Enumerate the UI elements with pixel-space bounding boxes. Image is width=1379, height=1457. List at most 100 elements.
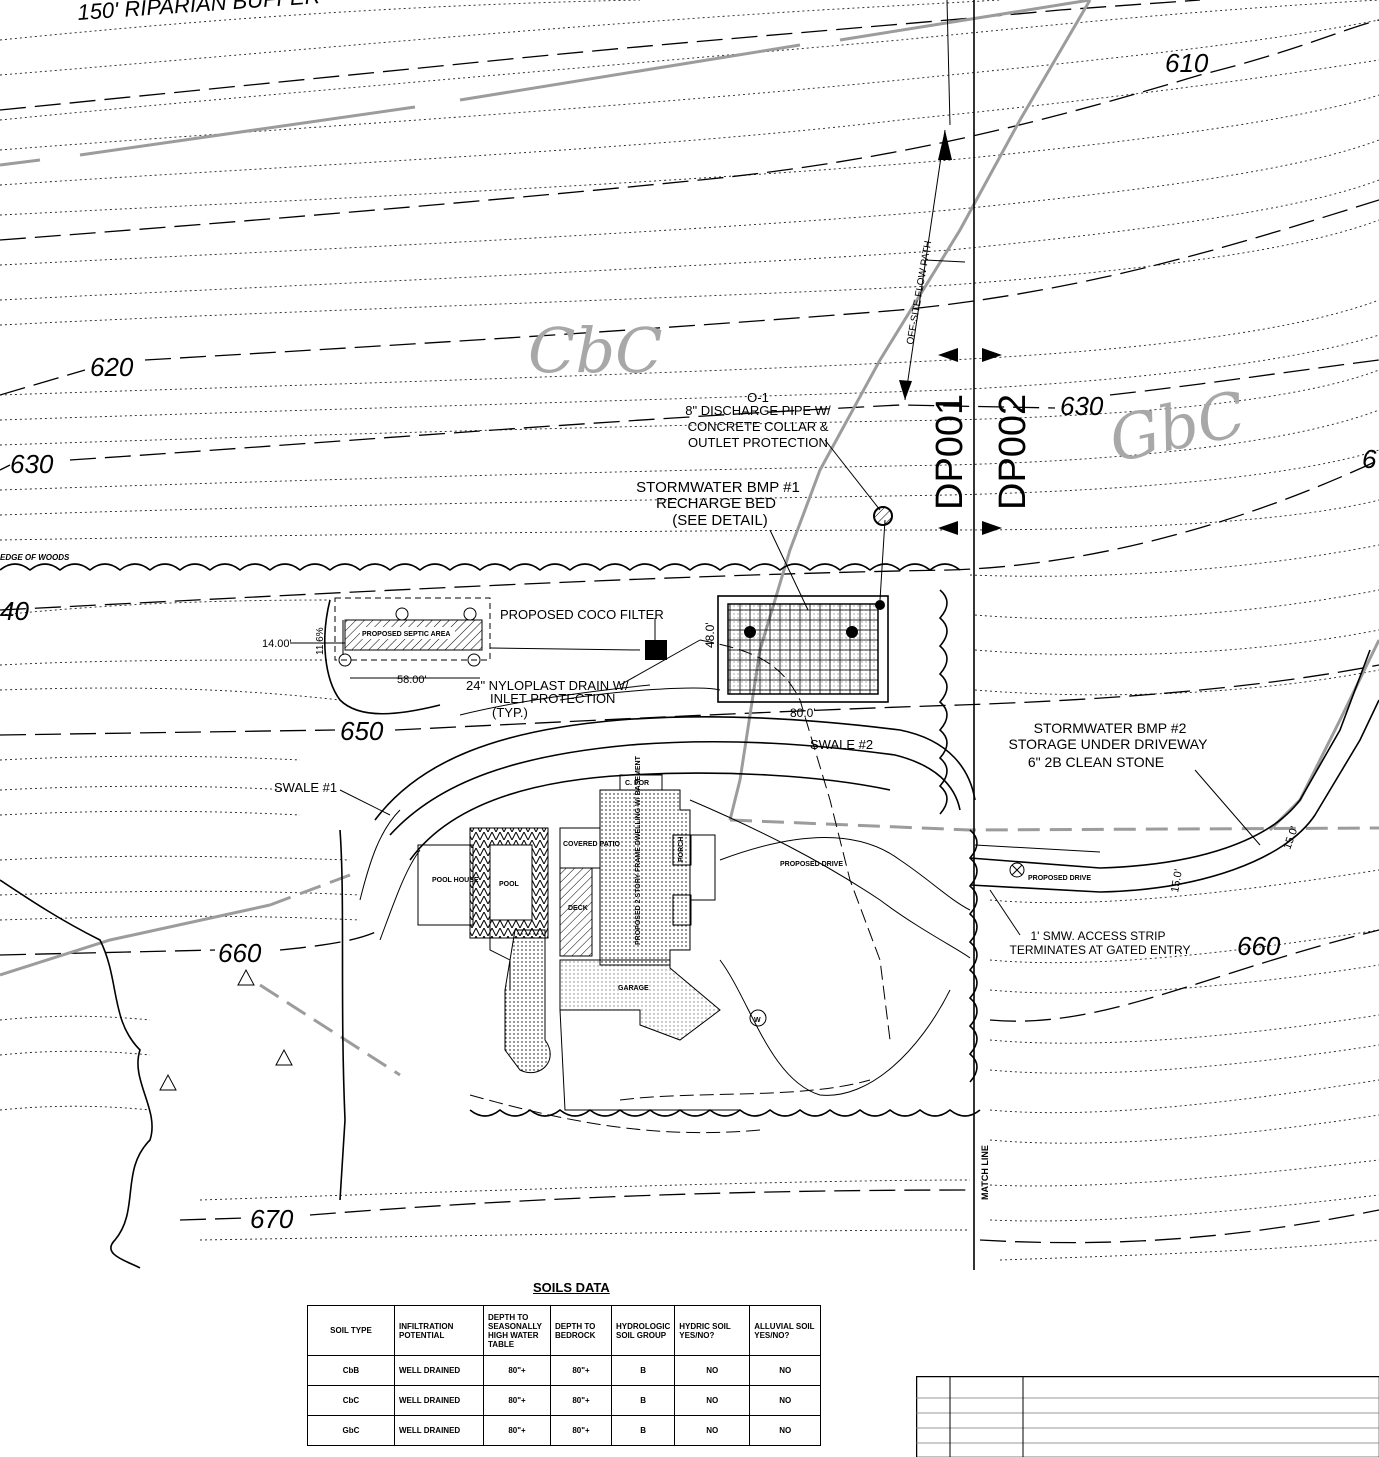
house-complex: [417, 774, 740, 1111]
discharge-note-line3: CONCRETE COLLAR &: [688, 419, 829, 434]
septic-area-label: PROPOSED SEPTIC AREA: [362, 631, 450, 638]
header-bedrock: DEPTH TO BEDROCK: [550, 1305, 612, 1356]
proposed-drive-label: PROPOSED DRIVE: [780, 861, 843, 868]
dp002-label: DP002: [992, 394, 1034, 510]
nyloplast-note-line3: (TYP.): [492, 705, 528, 720]
bmp2-note: STORMWATER BMP #2 STORAGE UNDER DRIVEWAY…: [1009, 720, 1209, 770]
elevation-660-left: 660: [218, 938, 262, 968]
cell-soil-type: GbC: [307, 1415, 395, 1446]
cell-water-table: 80"+: [483, 1355, 551, 1386]
match-line-label: MATCH LINE: [980, 1145, 990, 1200]
bmp1-note-line1: STORMWATER BMP #1: [636, 479, 800, 496]
dp001-label: DP001: [929, 394, 971, 510]
elevation-630-left: 630: [10, 449, 54, 479]
dim-80: 80.0': [790, 706, 816, 720]
bmp1-note-line2: RECHARGE BED: [656, 495, 776, 512]
elevation-630-right: 630: [1060, 391, 1104, 421]
cell-alluvial: NO: [749, 1385, 822, 1416]
cell-hydrologic-group: B: [610, 1385, 676, 1416]
pool-label: POOL: [499, 881, 520, 888]
nyloplast-note-line2: INLET PROTECTION: [490, 691, 615, 706]
soils-table-title: SOILS DATA: [533, 1280, 610, 1295]
access-note-line2: TERMINATES AT GATED ENTRY: [1010, 943, 1191, 957]
soil-boundaries: [0, 0, 1379, 1077]
elevation-640: 40: [0, 596, 29, 626]
dim-11: 11.6%: [315, 627, 326, 655]
dim-14: 14.00': [262, 638, 292, 650]
title-block-grid: [916, 1376, 1379, 1457]
header-infiltration: INFILTRATION POTENTIAL: [394, 1305, 484, 1356]
elevation-610: 610: [1165, 48, 1209, 78]
soils-table: SOIL TYPE INFILTRATION POTENTIAL DEPTH T…: [307, 1305, 822, 1446]
tree-line: [0, 563, 981, 1269]
access-note: 1' SMW. ACCESS STRIP TERMINATES AT GATED…: [1010, 929, 1191, 957]
tree-markers: [159, 968, 293, 1091]
swale2-label: SWALE #2: [810, 737, 873, 752]
cell-water-table: 80"+: [483, 1385, 551, 1416]
header-hydrologic-group: HYDROLOGIC SOIL GROUP: [610, 1305, 676, 1356]
discharge-note-line2: 8" DISCHARGE PIPE W/: [685, 403, 831, 418]
cell-hydric: NO: [674, 1355, 751, 1386]
table-row: CbB WELL DRAINED 80"+ 80"+ B NO NO: [307, 1355, 822, 1386]
septic-area: [290, 597, 641, 679]
grading-lines: [469, 639, 891, 1134]
coco-filter-label: PROPOSED COCO FILTER: [500, 607, 664, 622]
cell-hydric: NO: [674, 1415, 751, 1446]
porch-label: PORCH: [678, 837, 685, 862]
bmp1-note-line3: (SEE DETAIL): [672, 512, 768, 529]
soils-table-header-row: SOIL TYPE INFILTRATION POTENTIAL DEPTH T…: [307, 1305, 822, 1356]
nyloplast-note-line1: 24" NYLOPLAST DRAIN W/: [466, 678, 629, 693]
offsite-flow-path-label: OFF-SITE FLOW PATH: [905, 240, 934, 345]
deck-label: DECK: [568, 905, 588, 912]
dim-58: 58.00': [397, 674, 427, 686]
c-por-label: C. POR: [625, 780, 649, 787]
dp-markers: DP001 DP002 OFF-SITE FLOW PATH: [905, 240, 1034, 535]
cell-infiltration: WELL DRAINED: [394, 1385, 484, 1416]
header-alluvial: ALLUVIAL SOIL YES/NO?: [749, 1305, 822, 1356]
cell-bedrock: 80"+: [550, 1385, 612, 1416]
flow-lines: [899, 0, 975, 1270]
pool-house-label: POOL HOUSE: [432, 877, 479, 884]
cell-alluvial: NO: [749, 1355, 822, 1386]
elevation-650: 650: [340, 716, 384, 746]
elevation-670: 670: [250, 1204, 294, 1234]
coco-filter: [645, 640, 667, 660]
discharge-note-line1: O-1: [747, 390, 769, 405]
discharge-note: O-1 8" DISCHARGE PIPE W/ CONCRETE COLLAR…: [685, 390, 831, 450]
leader-lines: [339, 439, 1261, 936]
bmp2-note-line2: STORAGE UNDER DRIVEWAY: [1009, 736, 1209, 752]
table-row: CbC WELL DRAINED 80"+ 80"+ B NO NO: [307, 1385, 822, 1416]
bmp2-note-line1: STORMWATER BMP #2: [1034, 720, 1187, 736]
driveway: [689, 649, 1379, 1096]
recharge-bed: [717, 506, 893, 703]
elevation-6-edge: 6: [1362, 444, 1377, 474]
garage-label: GARAGE: [618, 985, 649, 992]
discharge-note-line4: OUTLET PROTECTION: [688, 435, 828, 450]
edge-of-woods-label: EDGE OF WOODS: [0, 553, 70, 562]
bmp1-note: STORMWATER BMP #1 RECHARGE BED (SEE DETA…: [636, 479, 800, 529]
table-row: GbC WELL DRAINED 80"+ 80"+ B NO NO: [307, 1415, 822, 1446]
cell-water-table: 80"+: [483, 1415, 551, 1446]
soil-zone-cbc: CbC: [528, 314, 663, 387]
cell-soil-type: CbC: [307, 1385, 395, 1416]
riparian-buffer-label: 150' RIPARIAN BUFFER: [77, 0, 322, 25]
covered-patio-label: COVERED PATIO: [563, 841, 620, 848]
dim-48: 48.0': [703, 622, 717, 648]
soil-zone-gbc: GbC: [1103, 377, 1252, 477]
dim-15-a: 15.0': [1169, 868, 1185, 893]
cell-soil-type: CbB: [307, 1355, 395, 1386]
elevation-620: 620: [90, 352, 134, 382]
cell-hydrologic-group: B: [610, 1415, 676, 1446]
swale1-label: SWALE #1: [274, 780, 337, 795]
access-note-line1: 1' SMW. ACCESS STRIP: [1031, 929, 1166, 943]
cell-bedrock: 80"+: [550, 1355, 612, 1386]
bmp2-note-line3: 6" 2B CLEAN STONE: [1028, 754, 1164, 770]
nyloplast-note: 24" NYLOPLAST DRAIN W/ INLET PROTECTION …: [466, 678, 629, 720]
header-water-table: DEPTH TO SEASONALLY HIGH WATER TABLE: [483, 1305, 551, 1356]
dwelling-label: PROPOSED 2 STORY FRAME DWELLING W/ BASEM…: [635, 755, 642, 945]
minor-contours: [0, 0, 1379, 1261]
cell-alluvial: NO: [749, 1415, 822, 1446]
cell-bedrock: 80"+: [550, 1415, 612, 1446]
well-label: W: [754, 1017, 761, 1024]
